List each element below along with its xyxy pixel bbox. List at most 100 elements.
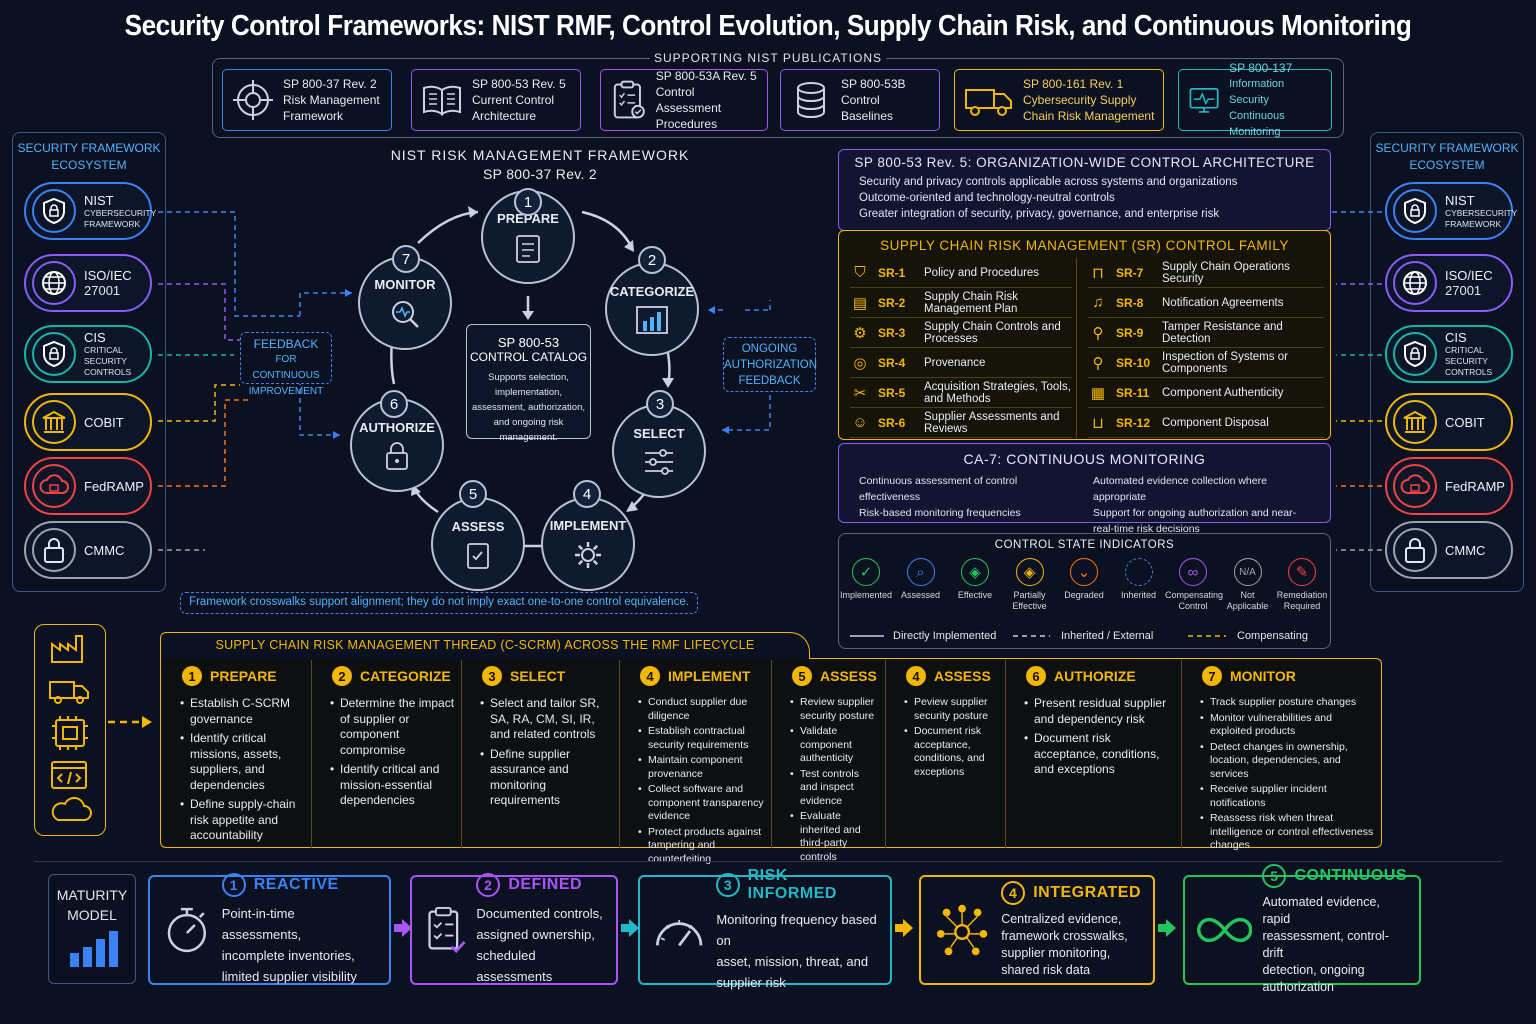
indicator-icon: ∞	[1179, 558, 1207, 586]
legend-compensating: Compensating	[1237, 630, 1308, 642]
maturity-text: asset, mission, threat, and	[716, 954, 869, 969]
sliders-icon	[645, 448, 673, 475]
framework-cmmc[interactable]: CMMC	[1385, 521, 1513, 579]
framework-cis[interactable]: CIS CRITICAL SECURITY CONTROLS	[1385, 325, 1513, 383]
maturity-arrow	[620, 918, 640, 943]
indicator-label: Effective	[957, 590, 993, 600]
framework-cmmc[interactable]: CMMC	[24, 521, 152, 579]
ca7-panel: CA-7: CONTINUOUS MONITORING Continuous a…	[838, 443, 1331, 535]
maturity-text: framework crosswalks,	[1001, 929, 1128, 943]
sr-code: SR-10	[1116, 355, 1151, 370]
step-label: AUTHORIZE	[1054, 668, 1136, 684]
maturity-text: detection, ongoing	[1262, 963, 1365, 977]
framework-icon-circle	[32, 464, 76, 508]
building-icon	[42, 410, 66, 433]
cscrm-column-header: 6 AUTHORIZE	[1006, 660, 1181, 686]
person-icon: ☺	[852, 414, 868, 431]
framework-cobit[interactable]: COBIT	[1385, 393, 1513, 451]
step-label: MONITOR	[1230, 668, 1296, 684]
step-number: 3	[482, 666, 502, 686]
framework-iso-iec[interactable]: ISO/IEC 27001	[24, 254, 152, 312]
step-label: SELECT	[510, 668, 566, 684]
magnifier-icon: ⚲	[1092, 354, 1104, 372]
list-item: Detect changes in ownership, location, d…	[1200, 741, 1374, 782]
indicator-label: Compensating	[1165, 590, 1224, 600]
shield-icon	[43, 340, 65, 368]
framework-fedramp[interactable]: FedRAMP	[24, 457, 152, 515]
code-icon	[51, 761, 87, 789]
framework-name: ISO/IEC	[1445, 268, 1493, 283]
cscrm-title: SUPPLY CHAIN RISK MANAGEMENT THREAD (C-S…	[215, 638, 755, 652]
sr-code: SR-4	[878, 355, 906, 370]
framework-cobit[interactable]: COBIT	[24, 393, 152, 451]
framework-sub: CONTROLS	[1445, 367, 1493, 377]
indicator-icon: N/A	[1233, 558, 1262, 586]
framework-icon-circle	[1393, 400, 1437, 444]
framework-icon-circle	[32, 332, 76, 376]
maturity-text: supplier risk	[716, 975, 786, 990]
framework-fedramp[interactable]: FedRAMP	[1385, 457, 1513, 515]
rmf-step-select[interactable]: SELECT	[612, 404, 706, 498]
control-catalog-box[interactable]: SP 800-53 CONTROL CATALOG Supports selec…	[466, 324, 591, 443]
indicator-icon: ◈	[961, 558, 989, 586]
framework-nist[interactable]: NIST CYBERSECURITY FRAMEWORK	[1385, 182, 1517, 240]
fingerprint-icon: ◎	[853, 354, 867, 372]
list-item: Validate component authenticity	[790, 725, 879, 766]
indicator-degraded: ⌄Degraded	[1056, 558, 1112, 601]
framework-name: CIS	[84, 330, 106, 345]
maturity-text: limited supplier visibility	[221, 969, 357, 984]
framework-iso-iec[interactable]: ISO/IEC 27001	[1385, 254, 1513, 312]
step-number: 4	[640, 666, 660, 686]
cscrm-column-monitor: 7MONITORTrack supplier posture changesMo…	[1182, 660, 1380, 851]
list-item: Define supplier assurance and monitoring…	[480, 747, 613, 809]
cscrm-column-select: 3SELECTSelect and tailor SR, SA, RA, CM,…	[462, 660, 620, 848]
framework-icon-circle	[32, 189, 76, 233]
step-label: PREPARE	[210, 668, 277, 684]
sr-code: SR-2	[878, 295, 906, 310]
framework-sub: CYBERSECURITY	[1445, 207, 1518, 218]
list-item: Evaluate inherited and third-party contr…	[790, 810, 879, 864]
list-item: Establish C-SCRM governance	[180, 696, 305, 727]
framework-icon-circle	[1393, 189, 1437, 233]
framework-cis[interactable]: CIS CRITICAL SECURITY CONTROLS	[24, 325, 152, 383]
sr-code: SR-8	[1116, 295, 1144, 310]
rmf-step-implement[interactable]: IMPLEMENT	[541, 497, 635, 591]
indicator-label: Effective	[1012, 601, 1047, 611]
crosshair-icon	[233, 80, 273, 120]
rmf-step-categorize[interactable]: CATEGORIZE	[605, 262, 699, 356]
globe-icon	[1403, 271, 1427, 295]
framework-nist[interactable]: NIST CYBERSECURITY FRAMEWORK	[24, 182, 156, 240]
list-item: Establish contractual security requireme…	[638, 725, 765, 752]
chip-icon	[55, 719, 85, 747]
framework-name: FedRAMP	[1445, 478, 1505, 494]
rmf-subtitle: SP 800-37 Rev. 2	[482, 166, 598, 182]
rmf-step-monitor[interactable]: MONITOR	[358, 256, 452, 350]
list-item: Conduct supplier due diligence	[638, 696, 765, 723]
step-number: 6	[1026, 666, 1046, 686]
